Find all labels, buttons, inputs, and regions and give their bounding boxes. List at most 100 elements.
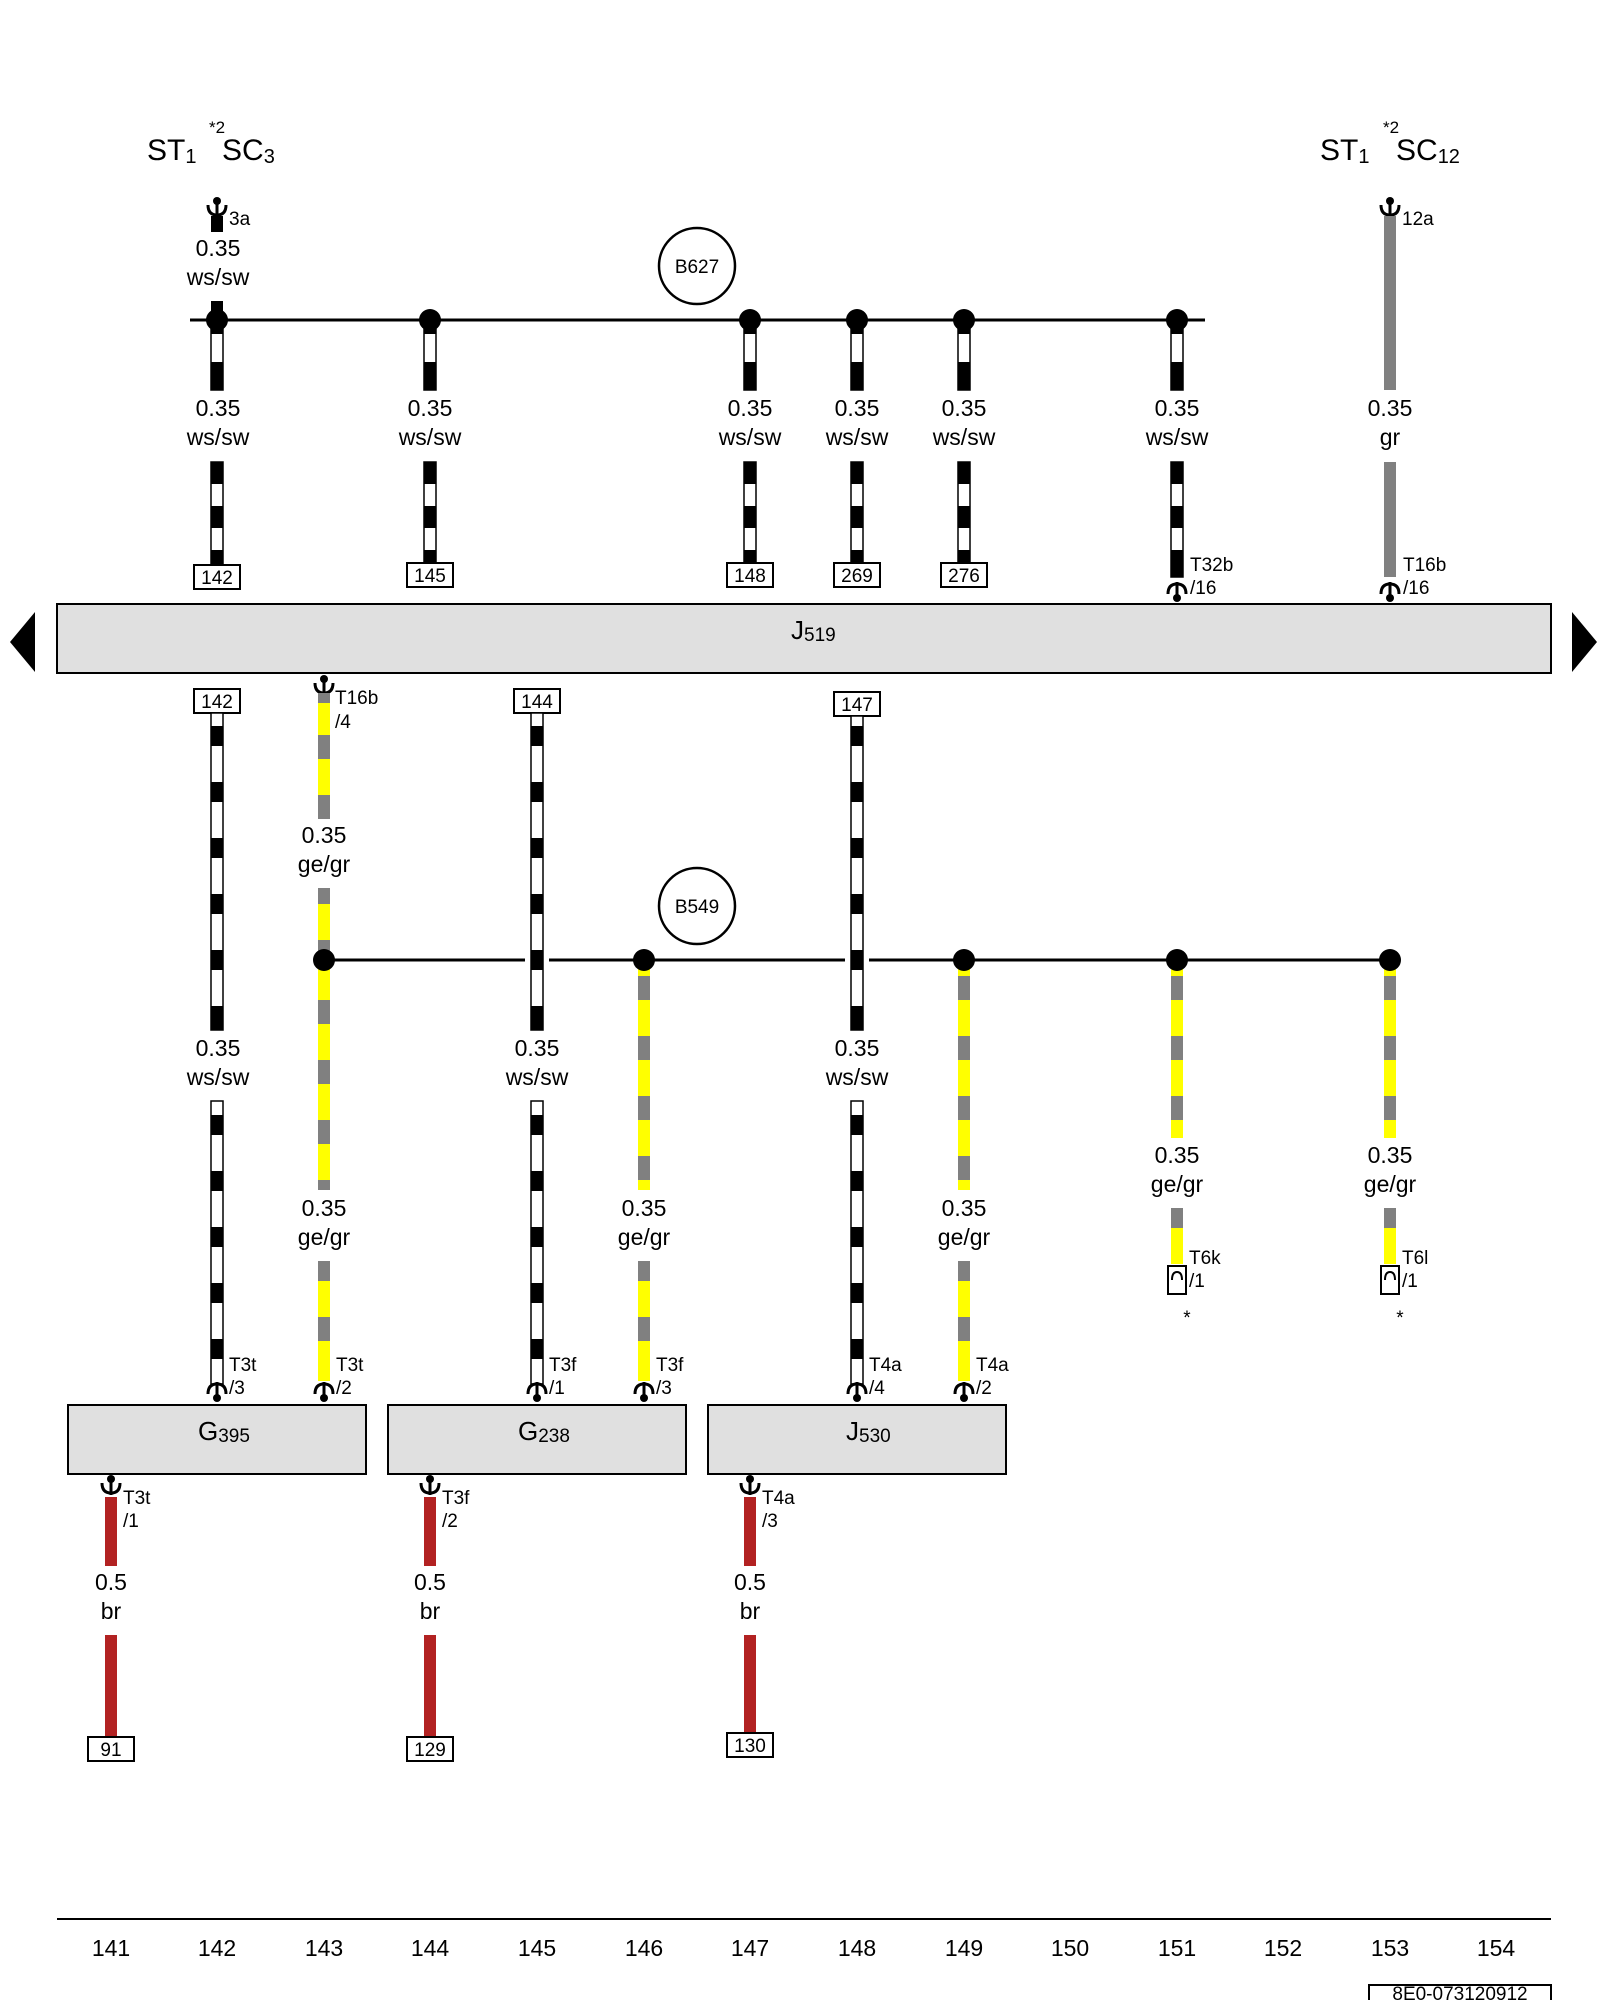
fuse-pin-12a: 12a xyxy=(1402,209,1434,230)
svg-text:ge/gr: ge/gr xyxy=(1151,1171,1204,1197)
top-reference-boxes: 142 145 148 269 276 xyxy=(193,562,988,590)
wire-lower-142: 0.35 ws/sw xyxy=(186,712,250,1385)
svg-text:0.35: 0.35 xyxy=(196,1035,241,1061)
conn-name-t16b-4: T16b xyxy=(335,688,378,709)
svg-text:G395: G395 xyxy=(198,1416,250,1447)
wire-ge-gr-153: 0.35 ge/gr xyxy=(1364,960,1417,1264)
svg-text:ws/sw: ws/sw xyxy=(1145,424,1209,450)
svg-text:/1: /1 xyxy=(1189,1271,1205,1292)
svg-text:0.35: 0.35 xyxy=(942,395,987,421)
svg-text:143: 143 xyxy=(305,1935,343,1961)
svg-text:0.35: 0.35 xyxy=(1155,395,1200,421)
svg-text:147: 147 xyxy=(731,1935,769,1961)
wire-top-276: 0.35 ws/sw xyxy=(932,319,996,565)
svg-text:/1: /1 xyxy=(549,1378,565,1399)
conn-pin-t32b: /16 xyxy=(1190,578,1216,599)
control-unit-j519 xyxy=(56,603,1552,674)
ref-box-bottom-130: 130 xyxy=(734,1736,766,1757)
fuse-pin-3a: 3a xyxy=(229,209,251,230)
svg-text:ws/sw: ws/sw xyxy=(718,424,782,450)
svg-text:0.35: 0.35 xyxy=(622,1195,667,1221)
wire-top-t32b: 0.35 ws/sw xyxy=(1145,319,1209,578)
svg-text:/1: /1 xyxy=(123,1511,139,1532)
svg-text:141: 141 xyxy=(92,1935,130,1961)
ref-box-below-142: 142 xyxy=(201,692,233,713)
bus-tag-b627 xyxy=(657,226,737,306)
svg-text:/4: /4 xyxy=(869,1378,885,1399)
page-back-arrow[interactable] xyxy=(10,612,35,672)
header-star-sc3: *2 xyxy=(209,118,225,137)
component-g395: G395 xyxy=(67,1404,367,1475)
bus-b627-nodes xyxy=(206,309,1188,331)
page-forward-arrow[interactable] xyxy=(1572,612,1597,672)
svg-text:ge/gr: ge/gr xyxy=(938,1224,991,1250)
svg-text:151: 151 xyxy=(1158,1935,1196,1961)
svg-text:T3t: T3t xyxy=(123,1488,151,1509)
svg-text:ws/sw: ws/sw xyxy=(505,1064,569,1090)
svg-text:ge/gr: ge/gr xyxy=(298,851,351,877)
ground-wires: T3t /1 0.5 br 91 T3f /2 0.5 br 129 T4a /… xyxy=(87,1473,795,1762)
header-star-sc12: *2 xyxy=(1383,118,1399,137)
svg-text:T3t: T3t xyxy=(229,1355,257,1376)
component-j530: J530 xyxy=(707,1404,1007,1475)
svg-text:br: br xyxy=(740,1598,761,1624)
svg-text:br: br xyxy=(101,1598,122,1624)
svg-text:0.35: 0.35 xyxy=(835,395,880,421)
ref-box-bottom-129: 129 xyxy=(414,1740,446,1761)
svg-text:ws/sw: ws/sw xyxy=(932,424,996,450)
wire-ge-gr-149: 0.35 ge/gr xyxy=(938,960,991,1381)
svg-text:T3t: T3t xyxy=(336,1355,364,1376)
svg-text:/3: /3 xyxy=(656,1378,672,1399)
svg-text:0.35: 0.35 xyxy=(1368,395,1413,421)
svg-text:0.35: 0.35 xyxy=(835,1035,880,1061)
wire-ge-gr-143: 0.35 ge/gr 0.35 ge/gr xyxy=(298,693,351,1381)
ref-box-top-145: 145 xyxy=(414,566,446,587)
header-label-st1-left: ST1 xyxy=(147,134,196,168)
svg-text:ge/gr: ge/gr xyxy=(298,1224,351,1250)
svg-text:T4a: T4a xyxy=(869,1355,902,1376)
conn-name-t16b-16: T16b xyxy=(1403,555,1446,576)
lower-wsw-wires: 0.35 ws/sw 0.35 ws/sw xyxy=(186,712,889,1385)
footnote-marker-153: * xyxy=(1396,1308,1404,1329)
svg-text:0.35: 0.35 xyxy=(728,395,773,421)
footnote-marker-151: * xyxy=(1183,1308,1191,1329)
connector-t32b-16 xyxy=(1166,580,1188,604)
svg-text:145: 145 xyxy=(518,1935,556,1961)
svg-text:142: 142 xyxy=(198,1935,236,1961)
wire-gauge-sc3: 0.35 xyxy=(196,235,241,261)
svg-text:T3f: T3f xyxy=(549,1355,577,1376)
wire-color-sc3: ws/sw xyxy=(186,264,250,290)
svg-text:gr: gr xyxy=(1380,424,1401,450)
connector-t16b-4 xyxy=(313,673,335,697)
wire-sc3-segment xyxy=(211,216,223,232)
column-numbers: 141 142 143 144 145 146 147 148 149 150 … xyxy=(92,1935,1516,1961)
conn-pin-t16b-4: /4 xyxy=(335,712,351,733)
svg-text:/3: /3 xyxy=(762,1511,778,1532)
conn-pin-t16b-16: /16 xyxy=(1403,578,1429,599)
svg-text:150: 150 xyxy=(1051,1935,1089,1961)
conn-name-t32b: T32b xyxy=(1190,555,1233,576)
svg-text:0.35: 0.35 xyxy=(302,822,347,848)
wire-top-269: 0.35 ws/sw xyxy=(825,319,889,565)
ref-box-below-147: 147 xyxy=(841,695,873,716)
control-unit-label: J519 xyxy=(791,615,836,646)
component-g238: G238 xyxy=(387,1404,687,1475)
connector-t16b-16 xyxy=(1379,580,1401,604)
svg-text:0.5: 0.5 xyxy=(95,1569,127,1595)
svg-text:154: 154 xyxy=(1477,1935,1516,1961)
svg-text:T3f: T3f xyxy=(442,1488,470,1509)
svg-text:0.35: 0.35 xyxy=(1155,1142,1200,1168)
svg-text:144: 144 xyxy=(411,1935,450,1961)
document-id-box xyxy=(1368,1984,1552,2000)
document-id: 8E0-073120912 xyxy=(1392,1984,1527,2000)
svg-text:ws/sw: ws/sw xyxy=(825,1064,889,1090)
svg-text:T4a: T4a xyxy=(976,1355,1009,1376)
svg-text:148: 148 xyxy=(838,1935,876,1961)
ref-box-below-144: 144 xyxy=(521,692,553,713)
svg-text:ge/gr: ge/gr xyxy=(1364,1171,1417,1197)
below-reference-boxes: 142 144 147 xyxy=(193,688,881,717)
svg-text:/2: /2 xyxy=(336,1378,352,1399)
ref-box-top-269: 269 xyxy=(841,566,873,587)
svg-text:/1: /1 xyxy=(1402,1271,1418,1292)
